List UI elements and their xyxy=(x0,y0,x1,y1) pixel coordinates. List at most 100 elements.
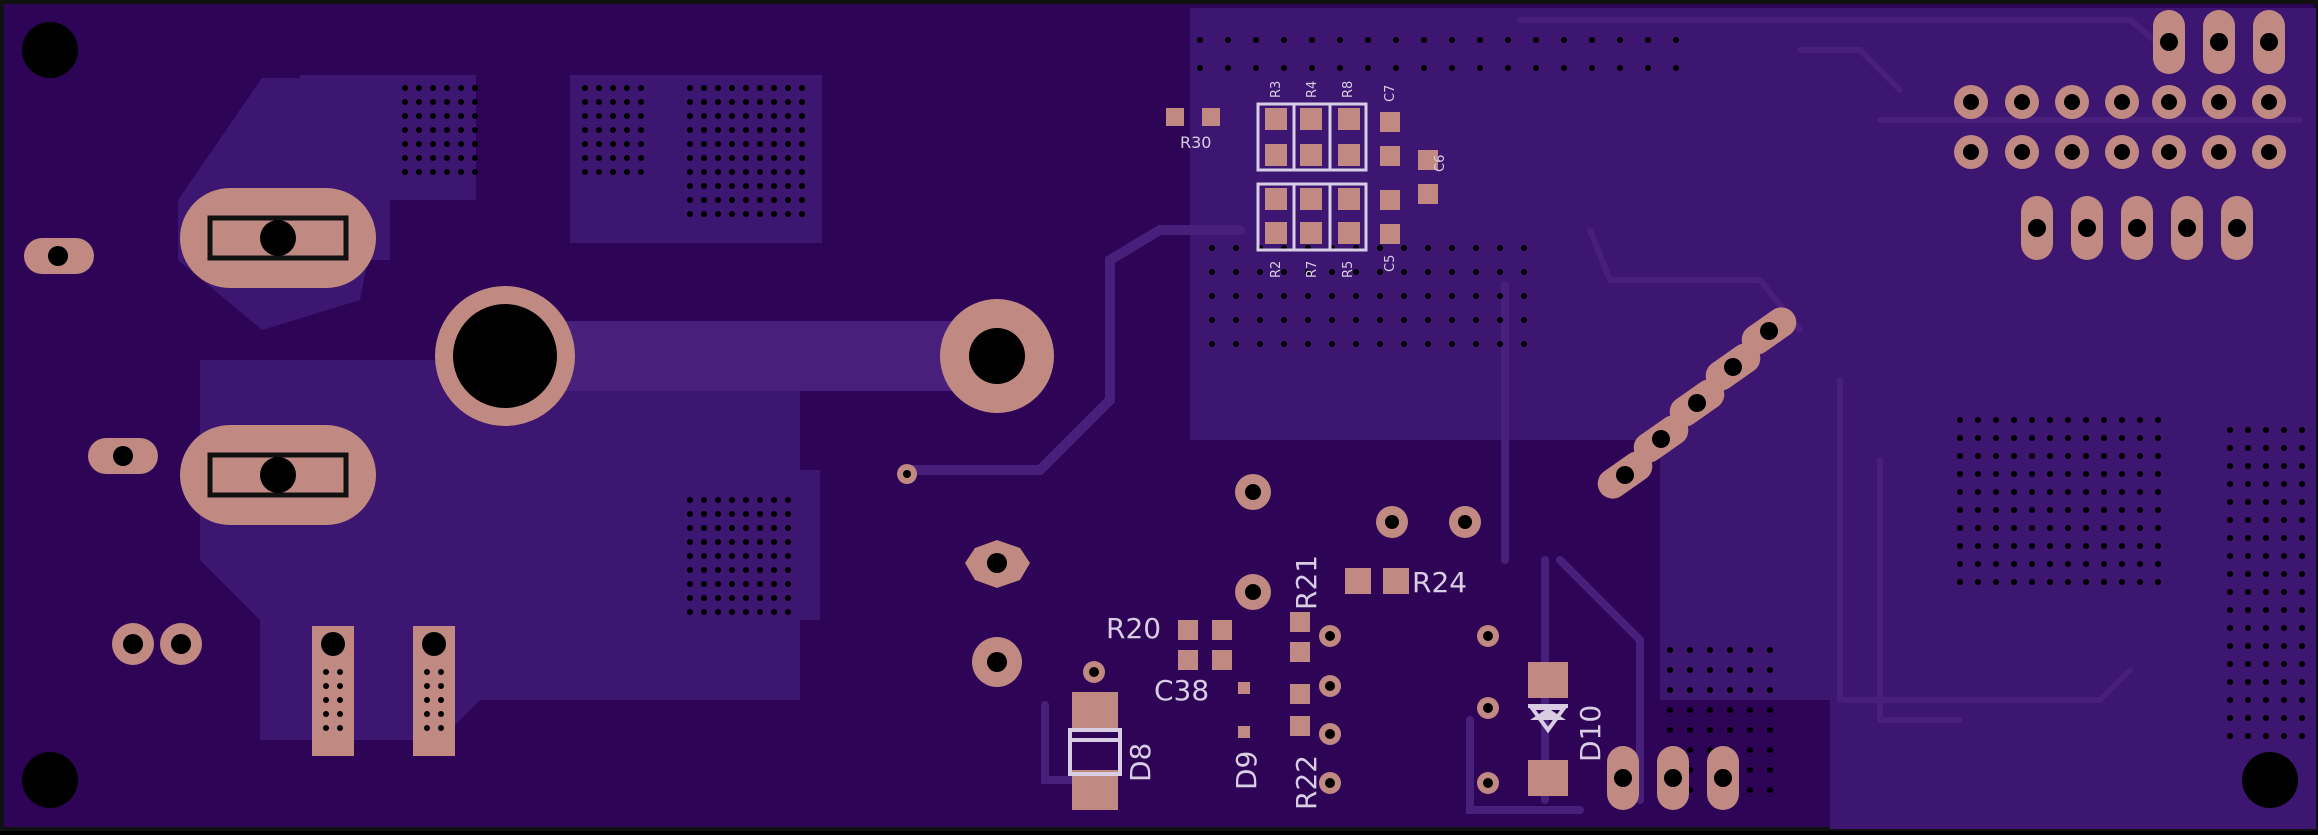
via xyxy=(1425,293,1431,299)
via xyxy=(729,539,735,545)
via xyxy=(2155,489,2161,495)
via xyxy=(416,85,422,91)
via xyxy=(1673,65,1679,71)
via xyxy=(1975,471,1981,477)
label-r7: R7 xyxy=(1305,261,1320,278)
via xyxy=(1233,293,1239,299)
via xyxy=(2245,553,2251,559)
via xyxy=(2245,481,2251,487)
via xyxy=(430,155,436,161)
via xyxy=(687,141,693,147)
via xyxy=(701,197,707,203)
header-pins xyxy=(323,10,2286,810)
mount-hole-bottom-left xyxy=(22,752,78,808)
via xyxy=(757,197,763,203)
via xyxy=(2299,697,2305,703)
via xyxy=(771,609,777,615)
via xyxy=(2245,625,2251,631)
via xyxy=(444,169,450,175)
via xyxy=(430,127,436,133)
via xyxy=(2137,435,2143,441)
via xyxy=(687,539,693,545)
via xyxy=(2047,579,2053,585)
via xyxy=(1727,707,1733,713)
via xyxy=(1957,561,1963,567)
via xyxy=(2299,445,2305,451)
via xyxy=(2281,517,2287,523)
via xyxy=(2155,417,2161,423)
via xyxy=(715,609,721,615)
via xyxy=(1747,747,1753,753)
via xyxy=(771,211,777,217)
via xyxy=(2227,697,2233,703)
via xyxy=(1401,293,1407,299)
via xyxy=(2263,697,2269,703)
via xyxy=(729,609,735,615)
via xyxy=(743,525,749,531)
via xyxy=(1209,245,1215,251)
via xyxy=(2299,607,2305,613)
via xyxy=(1645,37,1651,43)
via xyxy=(2263,517,2269,523)
via xyxy=(402,141,408,147)
angled-pin xyxy=(1669,379,1725,427)
via xyxy=(757,511,763,517)
via xyxy=(1957,453,1963,459)
silk-outlines xyxy=(1256,102,1368,252)
via xyxy=(2155,543,2161,549)
via xyxy=(2065,525,2071,531)
via xyxy=(1767,687,1773,693)
via xyxy=(2101,489,2107,495)
via xyxy=(701,155,707,161)
via xyxy=(2245,679,2251,685)
via xyxy=(2137,453,2143,459)
via xyxy=(472,155,478,161)
via xyxy=(2119,453,2125,459)
via xyxy=(1449,293,1455,299)
via xyxy=(1687,667,1693,673)
label-r5: R5 xyxy=(1341,261,1356,278)
via xyxy=(1337,65,1343,71)
via xyxy=(2119,561,2125,567)
via xyxy=(743,85,749,91)
via xyxy=(416,113,422,119)
via xyxy=(687,553,693,559)
via xyxy=(1589,37,1595,43)
via xyxy=(1957,417,1963,423)
via xyxy=(1975,543,1981,549)
via xyxy=(2245,607,2251,613)
via xyxy=(2101,453,2107,459)
via xyxy=(444,141,450,147)
via xyxy=(2119,489,2125,495)
via xyxy=(701,183,707,189)
via xyxy=(1521,293,1527,299)
via xyxy=(1449,245,1455,251)
via xyxy=(1505,65,1511,71)
via xyxy=(444,99,450,105)
via xyxy=(1209,293,1215,299)
via xyxy=(610,141,616,147)
via xyxy=(757,113,763,119)
via xyxy=(2083,435,2089,441)
via xyxy=(2083,561,2089,567)
via xyxy=(743,497,749,503)
via xyxy=(729,511,735,517)
copper-traces xyxy=(465,17,2303,814)
via xyxy=(2155,453,2161,459)
via xyxy=(1477,37,1483,43)
via xyxy=(2281,697,2287,703)
via xyxy=(1225,37,1231,43)
via xyxy=(785,211,791,217)
via xyxy=(729,155,735,161)
via xyxy=(1365,37,1371,43)
via xyxy=(1473,245,1479,251)
via xyxy=(2281,589,2287,595)
via xyxy=(1975,579,1981,585)
via xyxy=(757,169,763,175)
via xyxy=(757,525,763,531)
via xyxy=(2299,733,2305,739)
via xyxy=(2227,481,2233,487)
via xyxy=(402,99,408,105)
via xyxy=(785,525,791,531)
via xyxy=(1377,245,1383,251)
